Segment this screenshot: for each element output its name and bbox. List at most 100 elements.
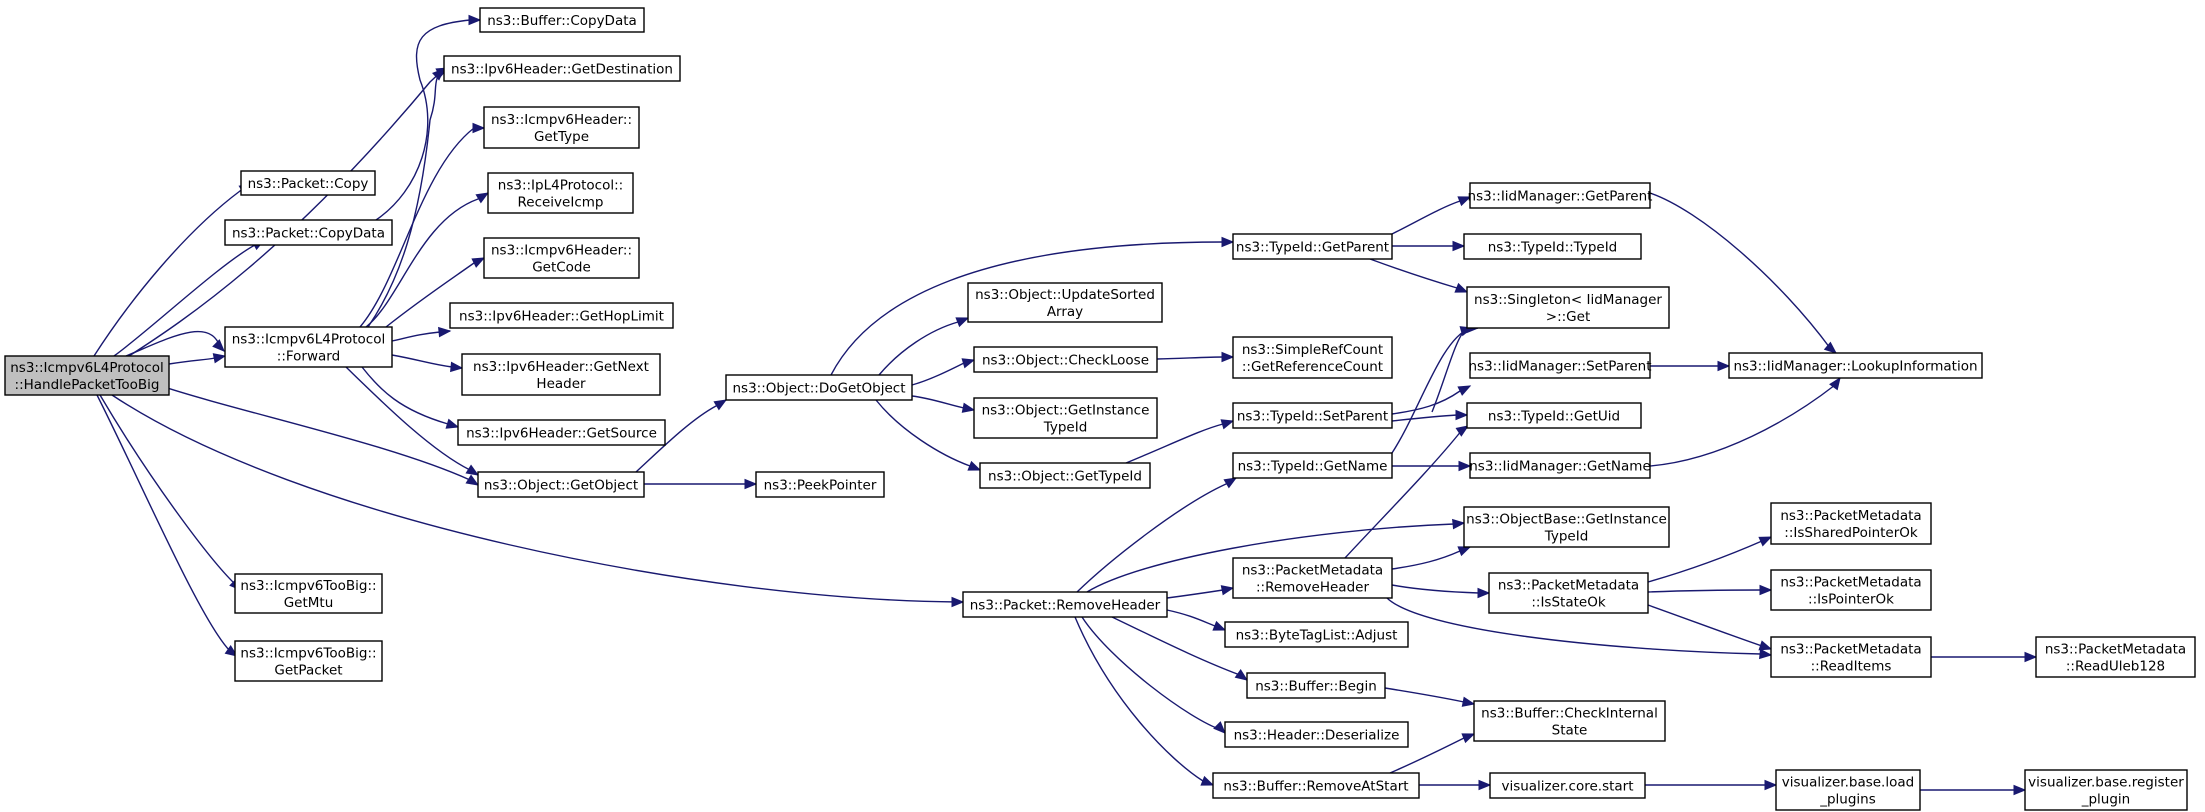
function-node-box	[1224, 621, 1409, 648]
function-node-buffer-begin[interactable]: ns3::Buffer::Begin	[1246, 672, 1386, 699]
function-node-iid-getparent[interactable]: ns3::IidManager::GetParent	[1468, 182, 1653, 209]
function-node-typeid-getparent[interactable]: ns3::TypeId::GetParent	[1232, 233, 1393, 260]
function-node-label: ns3::PacketMetadata	[1780, 508, 1921, 524]
function-node-ipl4-receiveicmp[interactable]: ns3::IpL4Protocol::ReceiveIcmp	[487, 172, 634, 214]
function-node-box	[973, 346, 1158, 373]
function-node-buffer-copydata[interactable]: ns3::Buffer::CopyData	[479, 7, 645, 33]
function-node-vis-load-plugins[interactable]: visualizer.base.load_plugins	[1775, 769, 1921, 811]
function-node-label: ::IsSharedPointerOk	[1784, 525, 1918, 541]
function-node-buffer-removeatstart[interactable]: ns3::Buffer::RemoveAtStart	[1212, 772, 1420, 799]
function-node-vis-register-plugin[interactable]: visualizer.base.register_plugin	[2024, 769, 2188, 811]
function-node-packet-removeheader[interactable]: ns3::Packet::RemoveHeader	[962, 591, 1168, 618]
function-node-pm-readitems[interactable]: ns3::PacketMetadata::ReadItems	[1770, 636, 1932, 678]
function-node-packet-copydata[interactable]: ns3::Packet::CopyData	[224, 219, 393, 246]
function-node-box	[1463, 233, 1642, 260]
function-node-object-gettypeid[interactable]: ns3::Object::GetTypeId	[979, 462, 1151, 489]
call-edge	[1392, 460, 1472, 472]
call-edge-line	[1647, 604, 1772, 650]
function-node-object-dogetobject[interactable]: ns3::Object::DoGetObject	[725, 374, 913, 401]
call-edge-line	[1125, 420, 1234, 464]
function-node-object-checkloose[interactable]: ns3::Object::CheckLoose	[973, 346, 1158, 373]
function-node-label: ns3::Object::CheckLoose	[982, 353, 1149, 369]
function-node-header-deserialize[interactable]: ns3::Header::Deserialize	[1224, 721, 1409, 748]
function-node-packet-copy[interactable]: ns3::Packet::Copy	[240, 170, 376, 196]
function-node-box	[2024, 769, 2188, 811]
function-node-iid-setparent[interactable]: ns3::IidManager::SetParent	[1469, 352, 1652, 379]
call-edge	[643, 478, 758, 490]
function-node-toobig-getpacket[interactable]: ns3::Icmpv6TooBig::GetPacket	[234, 640, 383, 682]
function-node-label: ns3::ObjectBase::GetInstance	[1466, 512, 1667, 528]
arrowhead	[1221, 236, 1235, 248]
arrowhead	[445, 418, 460, 429]
function-node-forward[interactable]: ns3::Icmpv6L4Protocol::Forward	[224, 326, 393, 368]
call-edge-line	[1369, 258, 1468, 293]
function-node-typeid-typeid[interactable]: ns3::TypeId::TypeId	[1463, 233, 1642, 260]
function-node-icmpv6-gettype[interactable]: ns3::Icmpv6Header::GetType	[483, 106, 640, 149]
function-node-simplerefcount[interactable]: ns3::SimpleRefCount::GetReferenceCount	[1232, 336, 1393, 379]
function-node-pm-ispointerok[interactable]: ns3::PacketMetadata::IsPointerOk	[1770, 569, 1932, 611]
call-edge-line	[1111, 616, 1248, 681]
function-node-icmpv6-getcode[interactable]: ns3::Icmpv6Header::GetCode	[483, 237, 640, 279]
arrowhead	[1759, 648, 1773, 660]
arrowhead	[471, 257, 486, 268]
function-node-box	[1469, 352, 1651, 379]
function-node-label: visualizer.base.load	[1782, 775, 1914, 791]
function-node-toobig-getmtu[interactable]: ns3::Icmpv6TooBig::GetMtu	[234, 573, 383, 614]
function-node-pm-issharedpointerok[interactable]: ns3::PacketMetadata::IsSharedPointerOk	[1770, 502, 1932, 545]
function-node-label: ns3::TypeId::GetUid	[1488, 409, 1620, 425]
function-node-peekpointer[interactable]: ns3::PeekPointer	[755, 471, 885, 498]
function-node-typeid-setparent[interactable]: ns3::TypeId::SetParent	[1232, 402, 1393, 429]
function-node-box	[457, 419, 666, 446]
arrowhead	[212, 339, 225, 352]
call-edge	[125, 330, 225, 357]
function-node-label: ns3::Object::GetInstance	[982, 403, 1150, 419]
arrowhead	[2024, 651, 2038, 663]
call-edge-line	[1391, 584, 1489, 594]
function-node-label: ns3::TypeId::SetParent	[1237, 409, 1388, 425]
function-node-box	[1232, 452, 1393, 479]
function-node-ipv6-getsource[interactable]: ns3::Ipv6Header::GetSource	[457, 419, 666, 446]
call-edge-line	[1391, 327, 1478, 454]
arrowhead	[1200, 775, 1215, 786]
function-node-ipv6-gethoplimit[interactable]: ns3::Ipv6Header::GetHopLimit	[449, 302, 674, 329]
call-edge-line	[830, 241, 1233, 376]
function-node-typeid-getname[interactable]: ns3::TypeId::GetName	[1232, 452, 1393, 479]
call-edge	[1086, 518, 1466, 593]
function-node-label: ns3::Icmpv6TooBig::	[240, 578, 376, 594]
call-edge	[1391, 409, 1469, 422]
call-edge	[1647, 584, 1773, 596]
function-node-pm-readuleb128[interactable]: ns3::PacketMetadata::ReadUleb128	[2035, 636, 2196, 678]
call-edge	[1384, 687, 1476, 707]
function-node-vis-core-start[interactable]: visualizer.core.start	[1489, 772, 1646, 799]
function-node-iid-lookupinfo[interactable]: ns3::IidManager::LookupInformation	[1728, 352, 1983, 379]
function-node-label: GetPacket	[274, 663, 342, 679]
call-edge	[1391, 196, 1472, 235]
function-node-box	[1224, 721, 1409, 748]
function-node-bytetaglist-adjust[interactable]: ns3::ByteTagList::Adjust	[1224, 621, 1409, 648]
call-edge	[875, 399, 982, 471]
function-node-pm-removeheader[interactable]: ns3::PacketMetadata::RemoveHeader	[1232, 557, 1393, 599]
function-node-ipv6-getdest[interactable]: ns3::Ipv6Header::GetDestination	[443, 55, 681, 82]
function-node-box	[483, 237, 640, 279]
function-node-pm-isstateok[interactable]: ns3::PacketMetadata::IsStateOk	[1488, 572, 1649, 614]
function-node-root[interactable]: ns3::Icmpv6L4Protocol::HandlePacketTooBi…	[4, 355, 170, 396]
arrowhead	[1213, 721, 1226, 734]
call-edge	[1344, 425, 1470, 559]
function-node-iid-getname[interactable]: ns3::IidManager::GetName	[1469, 452, 1651, 479]
call-edge	[1111, 616, 1249, 681]
function-node-box	[1463, 506, 1670, 548]
arrowhead	[450, 361, 464, 373]
function-node-typeid-getuid[interactable]: ns3::TypeId::GetUid	[1466, 402, 1642, 429]
function-node-object-getobject[interactable]: ns3::Object::GetObject	[477, 471, 645, 498]
function-node-label: ns3::Ipv6Header::GetHopLimit	[459, 309, 664, 325]
function-node-singleton-get[interactable]: ns3::Singleton< IidManager>::Get	[1466, 286, 1670, 329]
function-node-label: ns3::IidManager::GetParent	[1468, 189, 1653, 205]
function-node-label: State	[1552, 723, 1588, 739]
call-edge-line	[111, 394, 963, 603]
function-node-label: ::ReadUleb128	[2066, 659, 2165, 675]
